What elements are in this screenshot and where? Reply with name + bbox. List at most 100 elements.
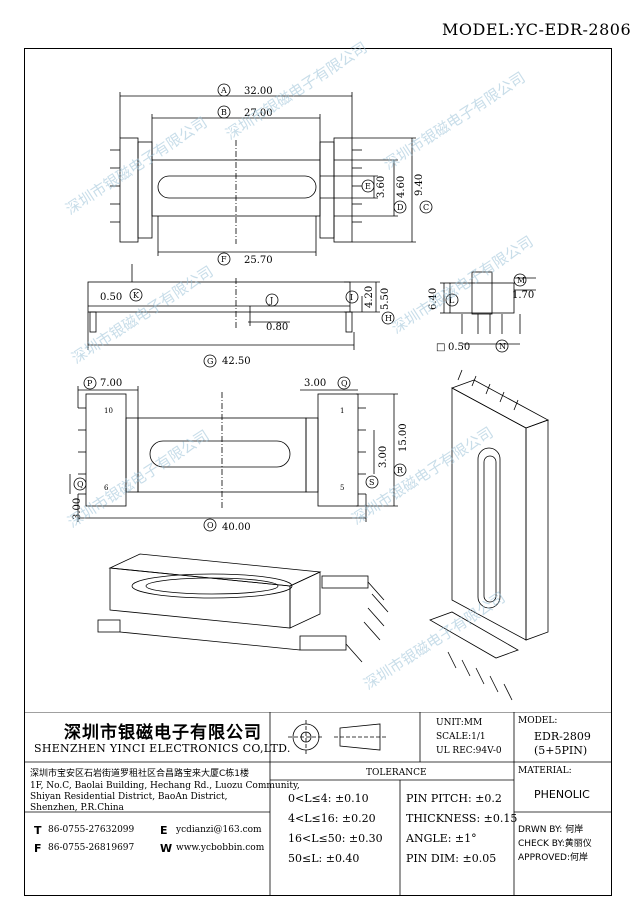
dim-c-value: 9.40 bbox=[414, 174, 425, 196]
marker-f: F bbox=[217, 252, 231, 266]
drawn-by: DRWN BY: 何岸 bbox=[518, 825, 584, 835]
fax-label: F bbox=[34, 842, 42, 855]
marker-a: A bbox=[217, 83, 231, 97]
checked-by: CHECK BY:黄丽仪 bbox=[518, 839, 592, 849]
pin-label-1: 1 bbox=[340, 407, 344, 415]
tolerance-row-3: 16<L≤50: ±0.30 bbox=[288, 832, 383, 845]
svg-text:H: H bbox=[385, 314, 392, 323]
marker-b: B bbox=[217, 105, 231, 119]
email-address[interactable]: ycdianzi@163.com bbox=[176, 825, 262, 835]
pin-dim-tolerance: PIN DIM: ±0.05 bbox=[406, 852, 497, 865]
marker-i: I bbox=[345, 290, 359, 304]
svg-text:S: S bbox=[369, 478, 374, 487]
marker-l: L bbox=[445, 293, 459, 307]
watermark-text: 深圳市银磁电子有限公司 bbox=[64, 426, 212, 531]
marker-g: G bbox=[203, 354, 217, 368]
tolerance-row-1: 0<L≤4: ±0.10 bbox=[288, 792, 369, 805]
isometric-view-vertical bbox=[429, 369, 549, 701]
marker-p: P bbox=[83, 376, 97, 390]
end-view bbox=[440, 271, 536, 345]
svg-text:D: D bbox=[397, 203, 403, 212]
watermark-text: 深圳市银磁电子有限公司 bbox=[68, 262, 216, 367]
marker-k: K bbox=[129, 288, 143, 302]
dim-a-value: 32.00 bbox=[244, 86, 273, 97]
pin-label-10: 10 bbox=[104, 407, 113, 415]
marker-e: E bbox=[361, 179, 375, 193]
dim-l-value: 6.40 bbox=[428, 288, 439, 310]
dim-b-value: 27.00 bbox=[244, 108, 273, 119]
watermark: 深圳市银磁电子有限公司 深圳市银磁电子有限公司 深圳市银磁电子有限公司 深圳市银… bbox=[62, 38, 536, 693]
marker-q: Q bbox=[337, 376, 351, 390]
dim-j-value: 0.80 bbox=[266, 322, 288, 333]
svg-text:Q: Q bbox=[341, 379, 348, 388]
svg-text:B: B bbox=[221, 108, 227, 117]
material-label: MATERIAL: bbox=[518, 766, 572, 776]
tel-label: T bbox=[34, 824, 42, 837]
fax-number: 86-0755-26819697 bbox=[48, 843, 135, 853]
marker-q-bottom: Q bbox=[73, 477, 87, 491]
company-name-cn: 深圳市银磁电子有限公司 bbox=[64, 723, 262, 743]
svg-text:N: N bbox=[499, 342, 506, 351]
pin-count: (5+5PIN) bbox=[534, 744, 588, 757]
model-number: EDR-2809 bbox=[534, 730, 591, 743]
svg-text:I: I bbox=[350, 293, 353, 302]
marker-h: H bbox=[381, 311, 395, 325]
watermark-text: 深圳市银磁电子有限公司 bbox=[380, 68, 528, 173]
ul-rec-text: UL REC:94V-0 bbox=[436, 746, 502, 756]
dim-d-value: 4.60 bbox=[396, 176, 407, 198]
model-heading: MODEL:YC-EDR-2806 bbox=[442, 20, 632, 39]
email-label: E bbox=[160, 824, 168, 837]
dim-p-value: 7.00 bbox=[100, 378, 122, 389]
svg-text:R: R bbox=[397, 466, 404, 475]
dim-s-value: 0.50 bbox=[448, 342, 470, 353]
address-en-3: Shenzhen, P.R.China bbox=[30, 803, 124, 813]
isometric-view-horizontal bbox=[97, 553, 389, 663]
model-label: MODEL: bbox=[518, 716, 558, 726]
tolerance-heading: TOLERANCE bbox=[366, 768, 427, 778]
marker-c: C bbox=[419, 200, 433, 214]
bottom-view bbox=[69, 386, 398, 522]
technical-drawing: 32.00 27.00 25.70 3.60 4.60 9.40 0.50 0.… bbox=[62, 38, 549, 701]
svg-text:J: J bbox=[269, 296, 273, 305]
marker-j: J bbox=[265, 293, 279, 307]
watermark-text: 深圳市银磁电子有限公司 bbox=[62, 113, 210, 218]
dim-s3-value: 3.00 bbox=[378, 446, 389, 468]
svg-text:A: A bbox=[220, 86, 227, 95]
dim-g-value: 42.50 bbox=[222, 356, 251, 367]
tolerance-row-2: 4<L≤16: ±0.20 bbox=[288, 812, 376, 825]
tel-number: 86-0755-27632099 bbox=[48, 825, 135, 835]
svg-text:G: G bbox=[207, 357, 213, 366]
address-cn: 深圳市宝安区石岩街道罗租社区合昌路宝来大厦C栋1楼 bbox=[30, 769, 250, 779]
address-en-2: Shiyan Residential District, BaoAn Distr… bbox=[30, 792, 228, 802]
angle-tolerance: ANGLE: ±1° bbox=[406, 832, 477, 845]
marker-r: R bbox=[393, 463, 407, 477]
dim-e-value: 3.60 bbox=[376, 176, 387, 198]
approved-by: APPROVED:何岸 bbox=[518, 853, 588, 863]
unit-text: UNIT:MM bbox=[436, 718, 483, 728]
side-view bbox=[87, 264, 380, 350]
marker-s: S bbox=[365, 475, 379, 489]
marker-d: D bbox=[393, 200, 407, 214]
web-label: W bbox=[160, 842, 173, 855]
title-block-lines bbox=[24, 712, 612, 896]
dim-f-value: 25.70 bbox=[244, 255, 273, 266]
dim-s-square: □ bbox=[436, 342, 445, 353]
dim-q-value: 3.00 bbox=[304, 378, 326, 389]
scale-text: SCALE:1/1 bbox=[436, 732, 486, 742]
marker-o: O bbox=[203, 518, 217, 532]
watermark-text: 深圳市银磁电子有限公司 bbox=[360, 588, 508, 693]
drawing-frame bbox=[24, 48, 612, 896]
title-block: 深圳市银磁电子有限公司 SHENZHEN YINCI ELECTRONICS C… bbox=[24, 712, 612, 896]
tolerance-row-4: 50≤L: ±0.40 bbox=[288, 852, 360, 865]
pin-label-5: 5 bbox=[340, 484, 344, 492]
svg-text:M: M bbox=[517, 276, 525, 285]
svg-text:O: O bbox=[207, 521, 214, 530]
svg-text:K: K bbox=[133, 291, 140, 300]
dim-q2-value: 3.00 bbox=[72, 498, 83, 520]
dim-m-value: 1.70 bbox=[512, 290, 534, 301]
top-view bbox=[110, 92, 416, 256]
svg-text:P: P bbox=[87, 379, 93, 388]
thickness-tolerance: THICKNESS: ±0.15 bbox=[406, 812, 518, 825]
website-link[interactable]: www.ycbobbin.com bbox=[176, 843, 265, 853]
svg-text:E: E bbox=[365, 182, 371, 191]
